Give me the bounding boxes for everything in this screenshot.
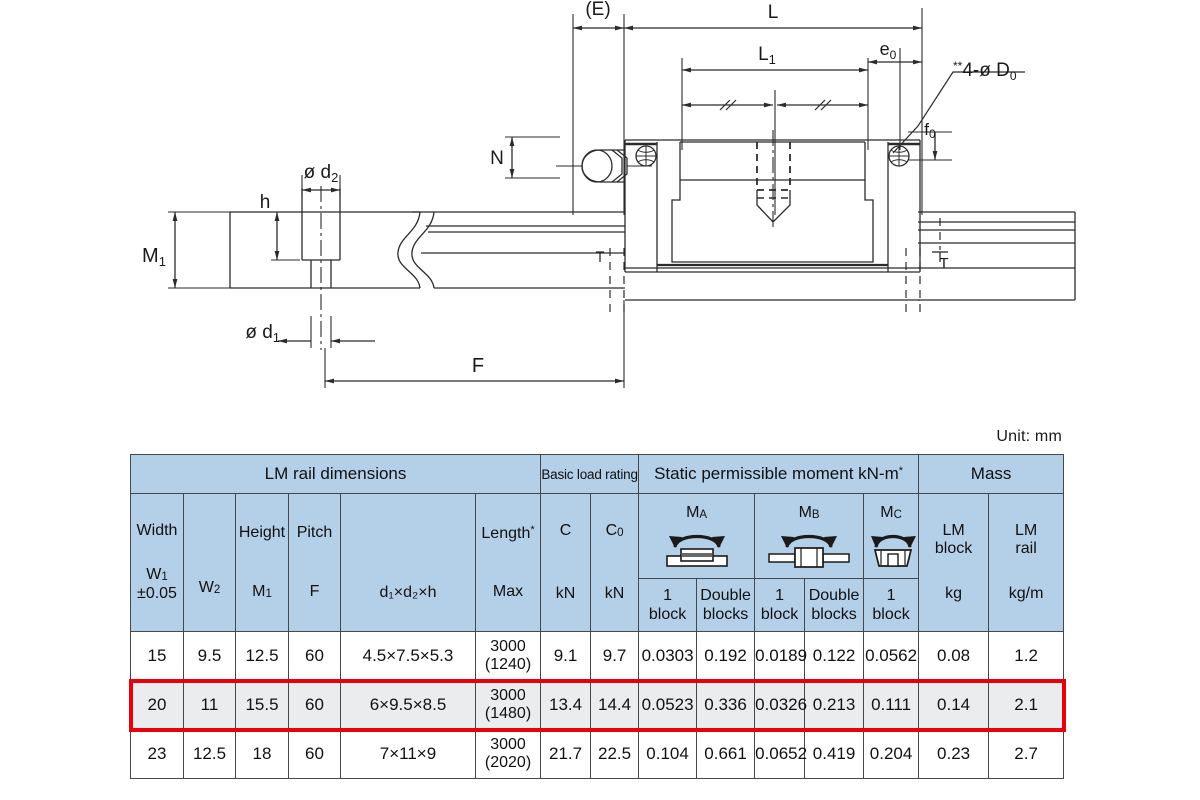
col-header-MC: MC [863,493,920,579]
cell-c: 9.1 [540,631,592,681]
cell-mc-1block: 0.204 [863,729,920,779]
dim-label-dia-d1: ø d1 [245,322,280,345]
group-basic-load-rating: Basic load rating [540,454,640,494]
moment-mc-icon [871,535,917,568]
group-static-permissible-moment: Static permissible moment kN-m* [638,454,920,494]
cell-w2: 12.5 [183,729,236,779]
cell-c0: 22.5 [590,729,640,779]
cell-mb-1block: 0.0189 [754,631,807,681]
cell-ma-1block: 0.0303 [638,631,698,681]
cell-mass-rail: 2.1 [988,680,1065,730]
col-header-mass-lm-rail: LM rail kg/m [988,493,1065,632]
cell-d1d2h: 7×11×9 [340,729,476,779]
cell-d1d2h: 4.5×7.5×5.3 [340,631,476,681]
col-header-MB: MB [754,493,865,579]
cell-w1: 15 [130,631,184,681]
col-header-mc-1-block: 1 block [863,578,920,632]
cell-ma-1block: 0.104 [638,729,698,779]
cell-mc-1block: 0.0562 [863,631,920,681]
col-header-C: C kN [540,493,592,632]
col-header-height: Height M1 [235,493,289,632]
moment-ma-icon [665,535,728,568]
group-lm-rail-dimensions: LM rail dimensions [129,454,542,494]
dim-label-M1: M1 [142,245,166,269]
cell-mass-block: 0.14 [918,680,990,730]
col-header-w2: W2 [183,493,236,632]
moment-mb-icon [768,535,850,569]
cell-f: 60 [288,631,341,681]
col-header-ma-1-block: 1 block [638,578,698,632]
cell-f: 60 [288,680,341,730]
cell-ma-double: 0.336 [696,680,756,730]
col-header-mb-double-blocks: Double blocks [804,578,865,632]
col-header-length: Length* Max [474,493,542,632]
dim-label-L: L [768,2,779,23]
dim-label-F: F [472,355,484,377]
dim-label-dia-d2: ø d2 [304,162,339,185]
cell-mb-1block: 0.0652 [754,729,807,779]
cell-w1: 23 [130,729,184,779]
cell-ma-double: 0.661 [696,729,756,779]
dim-label-e0: e0 [880,39,897,62]
dim-label-N: N [490,148,504,169]
lm-guide-technical-drawing: (E) L L1 e0 **4-ø D0 f0 N M1 h ø d2 ø d1… [142,0,1076,388]
cell-length-max: 3000(1240) [474,631,542,681]
cell-m1: 12.5 [235,631,289,681]
cell-m1: 18 [235,729,289,779]
cell-w2: 11 [183,680,236,730]
cell-mb-double: 0.213 [804,680,865,730]
dim-label-f0: f0 [924,120,936,141]
table-row[interactable]: 15 9.5 12.5 60 4.5×7.5×5.3 3000(1240) 9.… [130,631,1065,681]
cell-mass-rail: 2.7 [988,729,1065,779]
cell-c0: 9.7 [590,631,640,681]
spec-table-body: 15 9.5 12.5 60 4.5×7.5×5.3 3000(1240) 9.… [130,631,1065,779]
col-header-MA: MA [638,493,756,579]
cell-mb-double: 0.419 [804,729,865,779]
col-header-width: Width W1 ±0.05 [130,493,184,632]
spec-table-container: LM rail dimensions Basic load rating Sta… [128,454,1066,779]
cell-length-max: 3000(2020) [474,729,542,779]
col-header-mb-1-block: 1 block [754,578,806,632]
cell-mb-1block: 0.0326 [754,680,807,730]
cell-mass-block: 0.08 [918,631,990,681]
lm-guide-spec-table: LM rail dimensions Basic load rating Sta… [129,454,1065,779]
cell-ma-double: 0.192 [696,631,756,681]
dim-label-h: h [260,192,271,213]
datum-label-T: T [939,255,948,272]
col-header-mass-lm-block: LM block kg [918,493,990,632]
table-row-highlighted[interactable]: 20 11 15.5 60 6×9.5×8.5 3000(1480) 13.4 … [130,680,1065,730]
col-header-C0: C0 kN [590,493,640,632]
cell-mass-rail: 1.2 [988,631,1065,681]
unit-note: Unit: mm [996,428,1062,445]
callout-4-dia-D0: **4-ø D0 [953,59,1017,83]
table-row[interactable]: 23 12.5 18 60 7×11×9 3000(2020) 21.7 22.… [130,729,1065,779]
cell-c0: 14.4 [590,680,640,730]
group-mass: Mass [918,454,1065,494]
cell-m1: 15.5 [235,680,289,730]
cell-length-max: 3000(1480) [474,680,542,730]
cell-w1: 20 [130,680,184,730]
cell-c: 21.7 [540,729,592,779]
cell-ma-1block: 0.0523 [638,680,698,730]
col-header-ma-double-blocks: Double blocks [696,578,756,632]
cell-mb-double: 0.122 [804,631,865,681]
cell-c: 13.4 [540,680,592,730]
cell-mc-1block: 0.111 [863,680,920,730]
dim-label-E: (E) [585,0,610,20]
cell-mass-block: 0.23 [918,729,990,779]
cell-f: 60 [288,729,341,779]
col-header-pitch: Pitch F [288,493,341,632]
col-header-d1-d2-h: d₁×d₂×h [340,493,476,632]
cell-d1d2h: 6×9.5×8.5 [340,680,476,730]
dim-label-L1: L1 [758,44,776,67]
cell-w2: 9.5 [183,631,236,681]
